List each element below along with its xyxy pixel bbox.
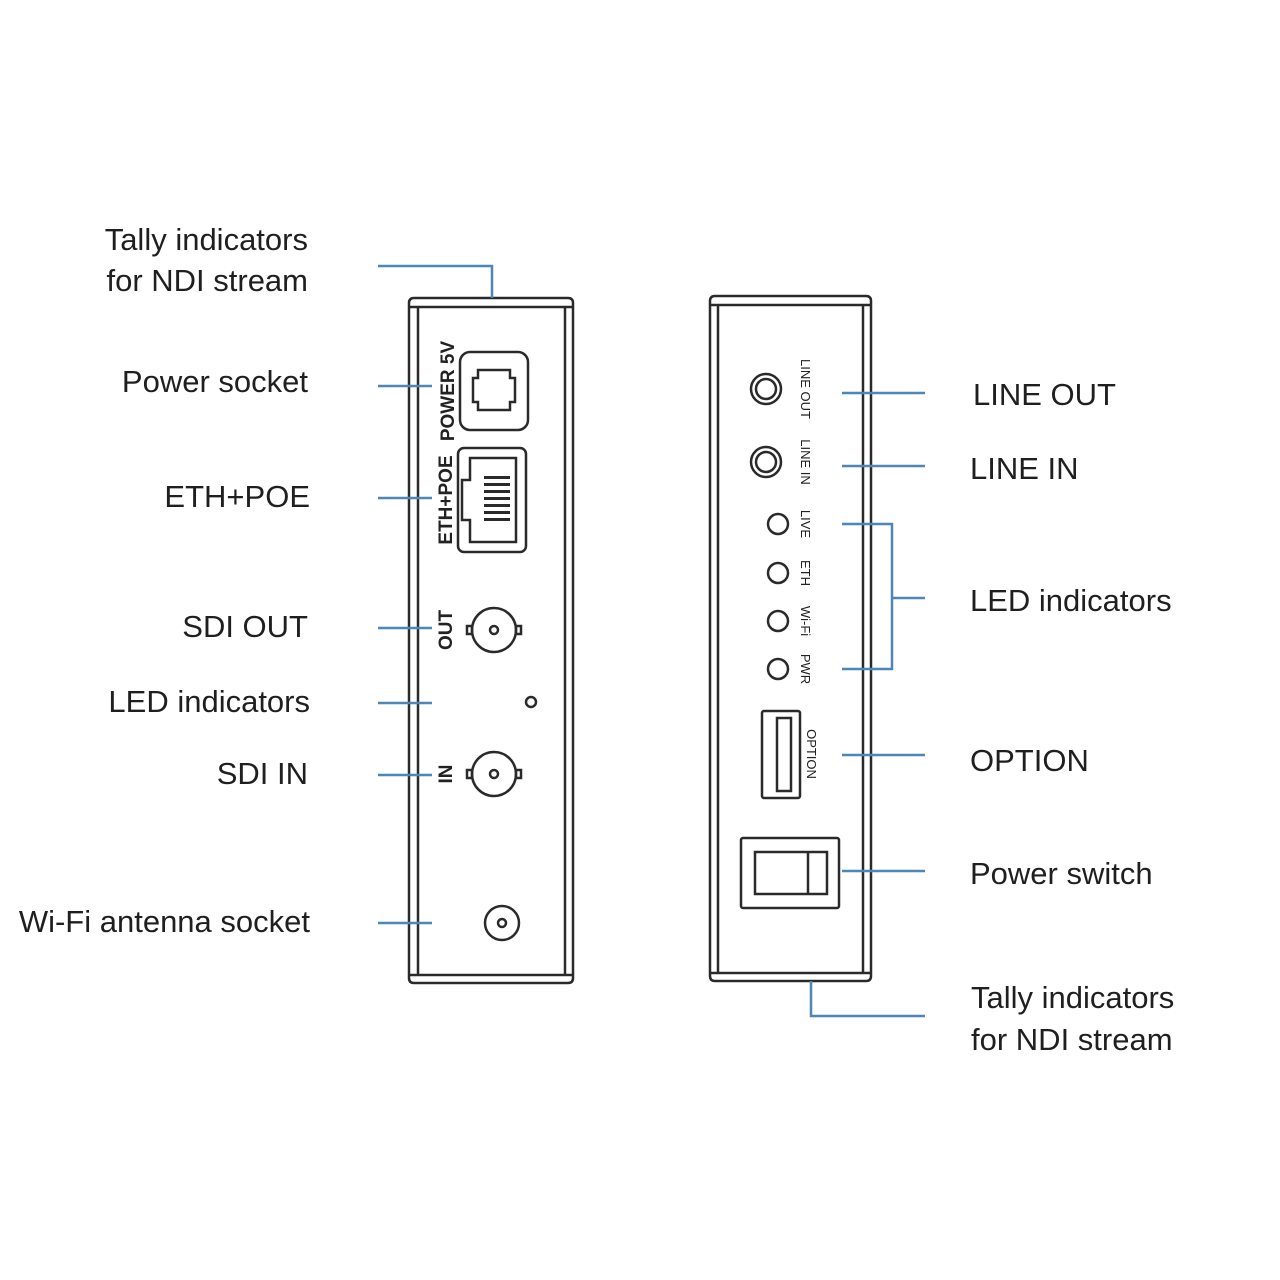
panel-label-eth: ETH — [798, 560, 813, 586]
line-in-jack-inner-icon — [754, 450, 778, 474]
power-switch-rocker-icon — [753, 850, 829, 896]
line-out-jack-icon — [749, 372, 783, 406]
label-right-line-in: LINE IN — [970, 451, 1079, 486]
rj45-inner-icon — [460, 456, 518, 544]
panel-label-in: IN — [436, 765, 457, 784]
leader-left-tally — [378, 264, 494, 298]
wifi-antenna-socket-icon — [483, 904, 521, 942]
label-right-tally-line2: for NDI stream — [971, 1022, 1173, 1057]
right-device — [708, 294, 873, 983]
option-usb-port-icon — [760, 709, 802, 800]
label-left-tally-line1: Tally indicators — [104, 222, 308, 257]
label-right-led-indicators: LED indicators — [970, 583, 1172, 618]
leader-right-tally — [809, 981, 925, 1018]
led-eth-icon — [766, 561, 790, 585]
power-switch-bezel-icon — [739, 836, 841, 910]
label-left-wifi-antenna-socket: Wi-Fi antenna socket — [18, 904, 310, 939]
sdi-in-bnc-lug-right — [514, 768, 523, 780]
panel-label-line-in: LINE IN — [798, 439, 813, 485]
sdi-out-bnc-lug-left — [465, 624, 474, 636]
wifi-antenna-socket-pin-icon — [496, 917, 508, 929]
option-usb-tongue-icon — [775, 716, 793, 793]
usb-b-power-socket-icon — [458, 350, 530, 432]
panel-label-line-out: LINE OUT — [798, 359, 813, 419]
label-left-sdi-out: SDI OUT — [182, 609, 308, 644]
leader-lines — [378, 264, 925, 1018]
label-left-led-indicators: LED indicators — [108, 684, 310, 719]
panel-label-out: OUT — [436, 610, 457, 651]
label-right-option: OPTION — [970, 743, 1089, 778]
rj45-contacts — [484, 476, 510, 521]
line-in-jack-icon — [749, 445, 783, 479]
rj45-port-icon — [456, 446, 528, 554]
sdi-in-bnc-lug-left — [465, 768, 474, 780]
label-left-tally-line2: for NDI stream — [106, 263, 308, 298]
panel-label-power-5v: POWER 5V — [438, 341, 459, 442]
label-left-power-socket: Power socket — [121, 364, 308, 399]
right-enclosure-outline — [708, 294, 873, 983]
label-right-power-switch: Power switch — [970, 856, 1153, 891]
sdi-in-bnc-icon — [470, 750, 518, 798]
left-led-icon — [524, 695, 538, 709]
sdi-out-bnc-pin-icon — [488, 624, 500, 636]
panel-label-option: OPTION — [804, 729, 819, 779]
sdi-out-bnc-lug-right — [514, 624, 523, 636]
usb-b-inner-icon — [471, 368, 517, 412]
label-left-eth-poe: ETH+POE — [164, 479, 310, 514]
label-right-line-out: LINE OUT — [973, 377, 1116, 412]
label-right-tally-line1: Tally indicators — [971, 980, 1175, 1015]
label-left-sdi-in: SDI IN — [216, 756, 308, 791]
panel-label-eth-poe: ETH+POE — [436, 455, 457, 544]
sdi-out-bnc-icon — [470, 606, 518, 654]
panel-label-pwr: PWR — [798, 654, 813, 684]
left-enclosure-outline — [407, 296, 575, 985]
line-out-jack-inner-icon — [754, 377, 778, 401]
led-live-icon — [766, 512, 790, 536]
led-pwr-icon — [766, 657, 790, 681]
panel-label-live: LIVE — [798, 510, 813, 539]
panel-label-wifi: Wi-Fi — [798, 606, 813, 636]
left-device — [407, 296, 575, 985]
sdi-in-bnc-pin-icon — [488, 768, 500, 780]
led-wifi-icon — [766, 609, 790, 633]
leader-right-led-bracket — [842, 522, 894, 671]
